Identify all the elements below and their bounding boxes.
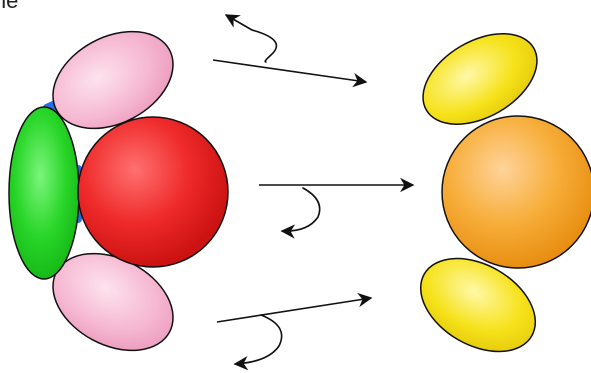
curved-return-arrow-icon xyxy=(233,314,283,371)
left-complex xyxy=(8,30,229,352)
red-sphere xyxy=(77,116,229,268)
yellow-lobe-top xyxy=(422,33,538,125)
orange-sphere xyxy=(441,115,591,269)
yellow-lobe-bottom xyxy=(419,257,537,353)
curved-return-arrow-icon xyxy=(280,187,321,239)
pink-lobe-top xyxy=(52,30,174,130)
curved-return-arrow-icon xyxy=(251,29,278,63)
right-arrow-icon xyxy=(216,292,373,323)
caption-text: iche xyxy=(0,0,19,13)
right-arrow-icon xyxy=(212,59,368,88)
right-complex xyxy=(419,33,591,353)
arrows xyxy=(212,14,415,371)
green-lobe xyxy=(8,106,80,280)
curved-return-arrow-head-top xyxy=(224,14,253,31)
